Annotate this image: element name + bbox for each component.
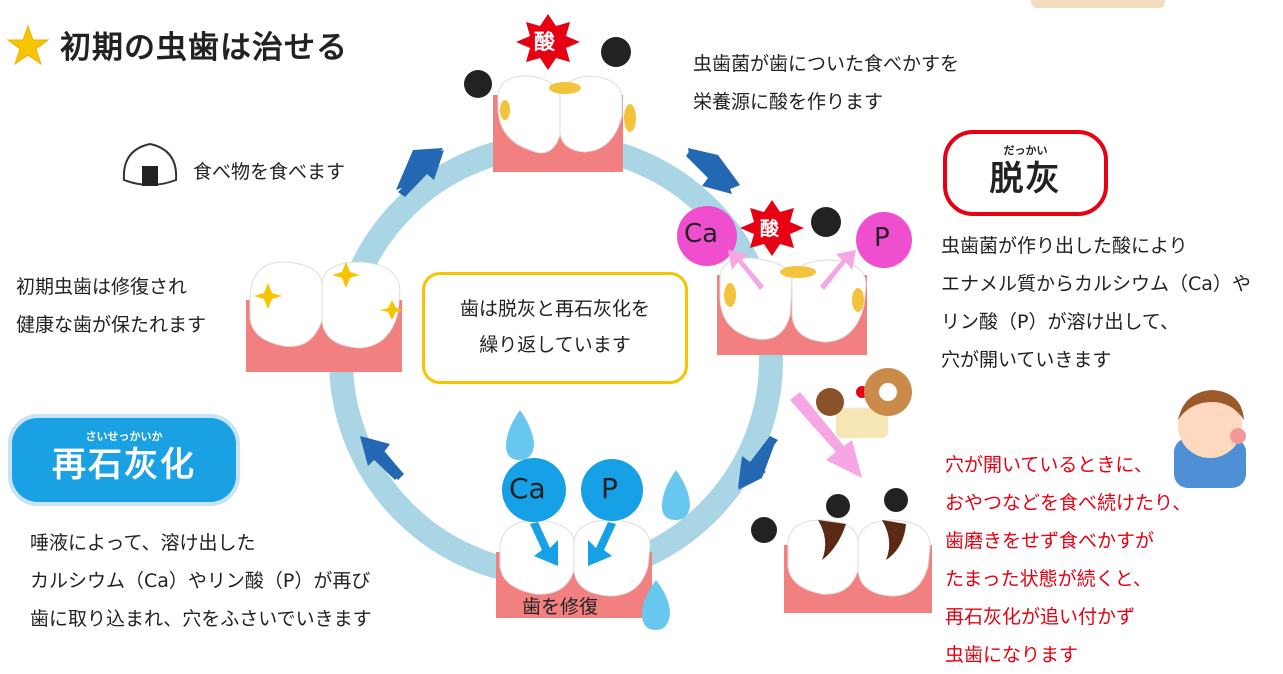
acid-label-right: 酸: [760, 218, 780, 240]
ca-label-pink: Ca: [684, 219, 719, 249]
corner-decoration: [1031, 0, 1165, 8]
arrow-topright-shape: [686, 150, 732, 194]
arrow-bottomleft-shape: [360, 436, 404, 480]
center-box: 歯は脱灰と再石灰化を 繰り返しています: [422, 272, 688, 384]
dakkai-text-line-1: 虫歯菌が作り出した酸により: [941, 235, 1188, 257]
arrow-bottomright-shape: [738, 436, 778, 488]
acid-burst-top: [516, 14, 580, 70]
star-icon: [6, 24, 50, 66]
tooth-right: [717, 257, 867, 355]
dakkai-text-line-2: エナメル質からカルシウム（Ca）や: [941, 273, 1251, 295]
top-text-line-1: 虫歯菌が歯についた食べかすを: [693, 53, 960, 75]
warning-line-3: 歯磨きをせず食べかすが: [945, 530, 1155, 552]
bacteria-6: [884, 488, 908, 512]
acid-label-top: 酸: [534, 30, 555, 54]
saliva-drop-3: [642, 580, 670, 630]
cycle-arrow-topright: [688, 148, 740, 190]
top-text-line-2: 栄養源に酸を作ります: [693, 91, 884, 113]
warning-line-4: たまった状態が続くと、: [945, 568, 1152, 590]
tooth-top: [493, 75, 636, 172]
saliva-drop-2: [662, 470, 690, 520]
child-illustration: [1174, 390, 1246, 488]
p-bubble-pink: [856, 212, 912, 268]
p-label-blue: P: [601, 472, 618, 505]
tooth-bottom: [496, 519, 652, 618]
decay-arrow: [790, 392, 862, 478]
dakkai-ruby: だっかい: [1003, 144, 1048, 157]
saiseki-badge: さいせっかいか 再石灰化: [8, 414, 240, 506]
saliva-drop-1: [506, 410, 534, 460]
saiseki-text-line-1: 唾液によって、溶け出した: [30, 532, 256, 554]
warning-line-5: 再石灰化が追い付かず: [945, 606, 1136, 628]
warning-line-2: おやつなどを食べ続けたり、: [945, 492, 1192, 514]
onigiri-icon: [122, 142, 178, 186]
dakkai-label: 脱灰: [989, 159, 1062, 199]
bacteria-4: [751, 517, 777, 543]
left-text-line-1: 初期虫歯は修復され: [16, 276, 188, 298]
warning-line-6: 虫歯になります: [945, 644, 1079, 666]
ca-label-blue: Ca: [509, 472, 546, 505]
tooth-left: [246, 261, 404, 372]
sweets-illustration: [816, 368, 912, 438]
saiseki-text-line-2: カルシウム（Ca）やリン酸（P）が再び: [30, 570, 371, 592]
bacteria-5: [826, 494, 850, 518]
page-title: 初期の虫歯は治せる: [60, 30, 348, 66]
dakkai-text-line-4: 穴が開いていきます: [941, 349, 1112, 371]
bacteria-3: [811, 207, 841, 237]
ca-bubble-blue: [502, 458, 566, 522]
saiseki-label: 再石灰化: [52, 445, 196, 485]
center-text-line-1: 歯は脱灰と再石灰化を: [459, 298, 650, 320]
acid-burst-right: [740, 200, 804, 256]
dakkai-badge: だっかい 脱灰: [943, 130, 1108, 216]
bacteria-2: [601, 37, 631, 67]
p-label-pink: P: [874, 223, 890, 253]
center-text-line-2: 繰り返しています: [479, 334, 631, 356]
saiseki-ruby: さいせっかいか: [85, 430, 163, 443]
tooth-decayed: [784, 519, 932, 613]
dakkai-text-line-3: リン酸（P）が溶け出して、: [941, 311, 1179, 333]
left-text-line-2: 健康な歯が保たれます: [16, 314, 207, 336]
arrow-topleft-shape: [398, 150, 444, 197]
bacteria-1: [464, 70, 492, 98]
warning-line-1: 穴が開いているときに、: [945, 454, 1153, 476]
eat-text: 食べ物を食べます: [193, 161, 346, 183]
repair-label: 歯を修復: [522, 596, 599, 618]
ca-bubble-pink: [677, 206, 737, 266]
saiseki-text-line-3: 歯に取り込まれ、穴をふさいでいきます: [30, 608, 372, 630]
p-bubble-blue: [581, 459, 643, 521]
